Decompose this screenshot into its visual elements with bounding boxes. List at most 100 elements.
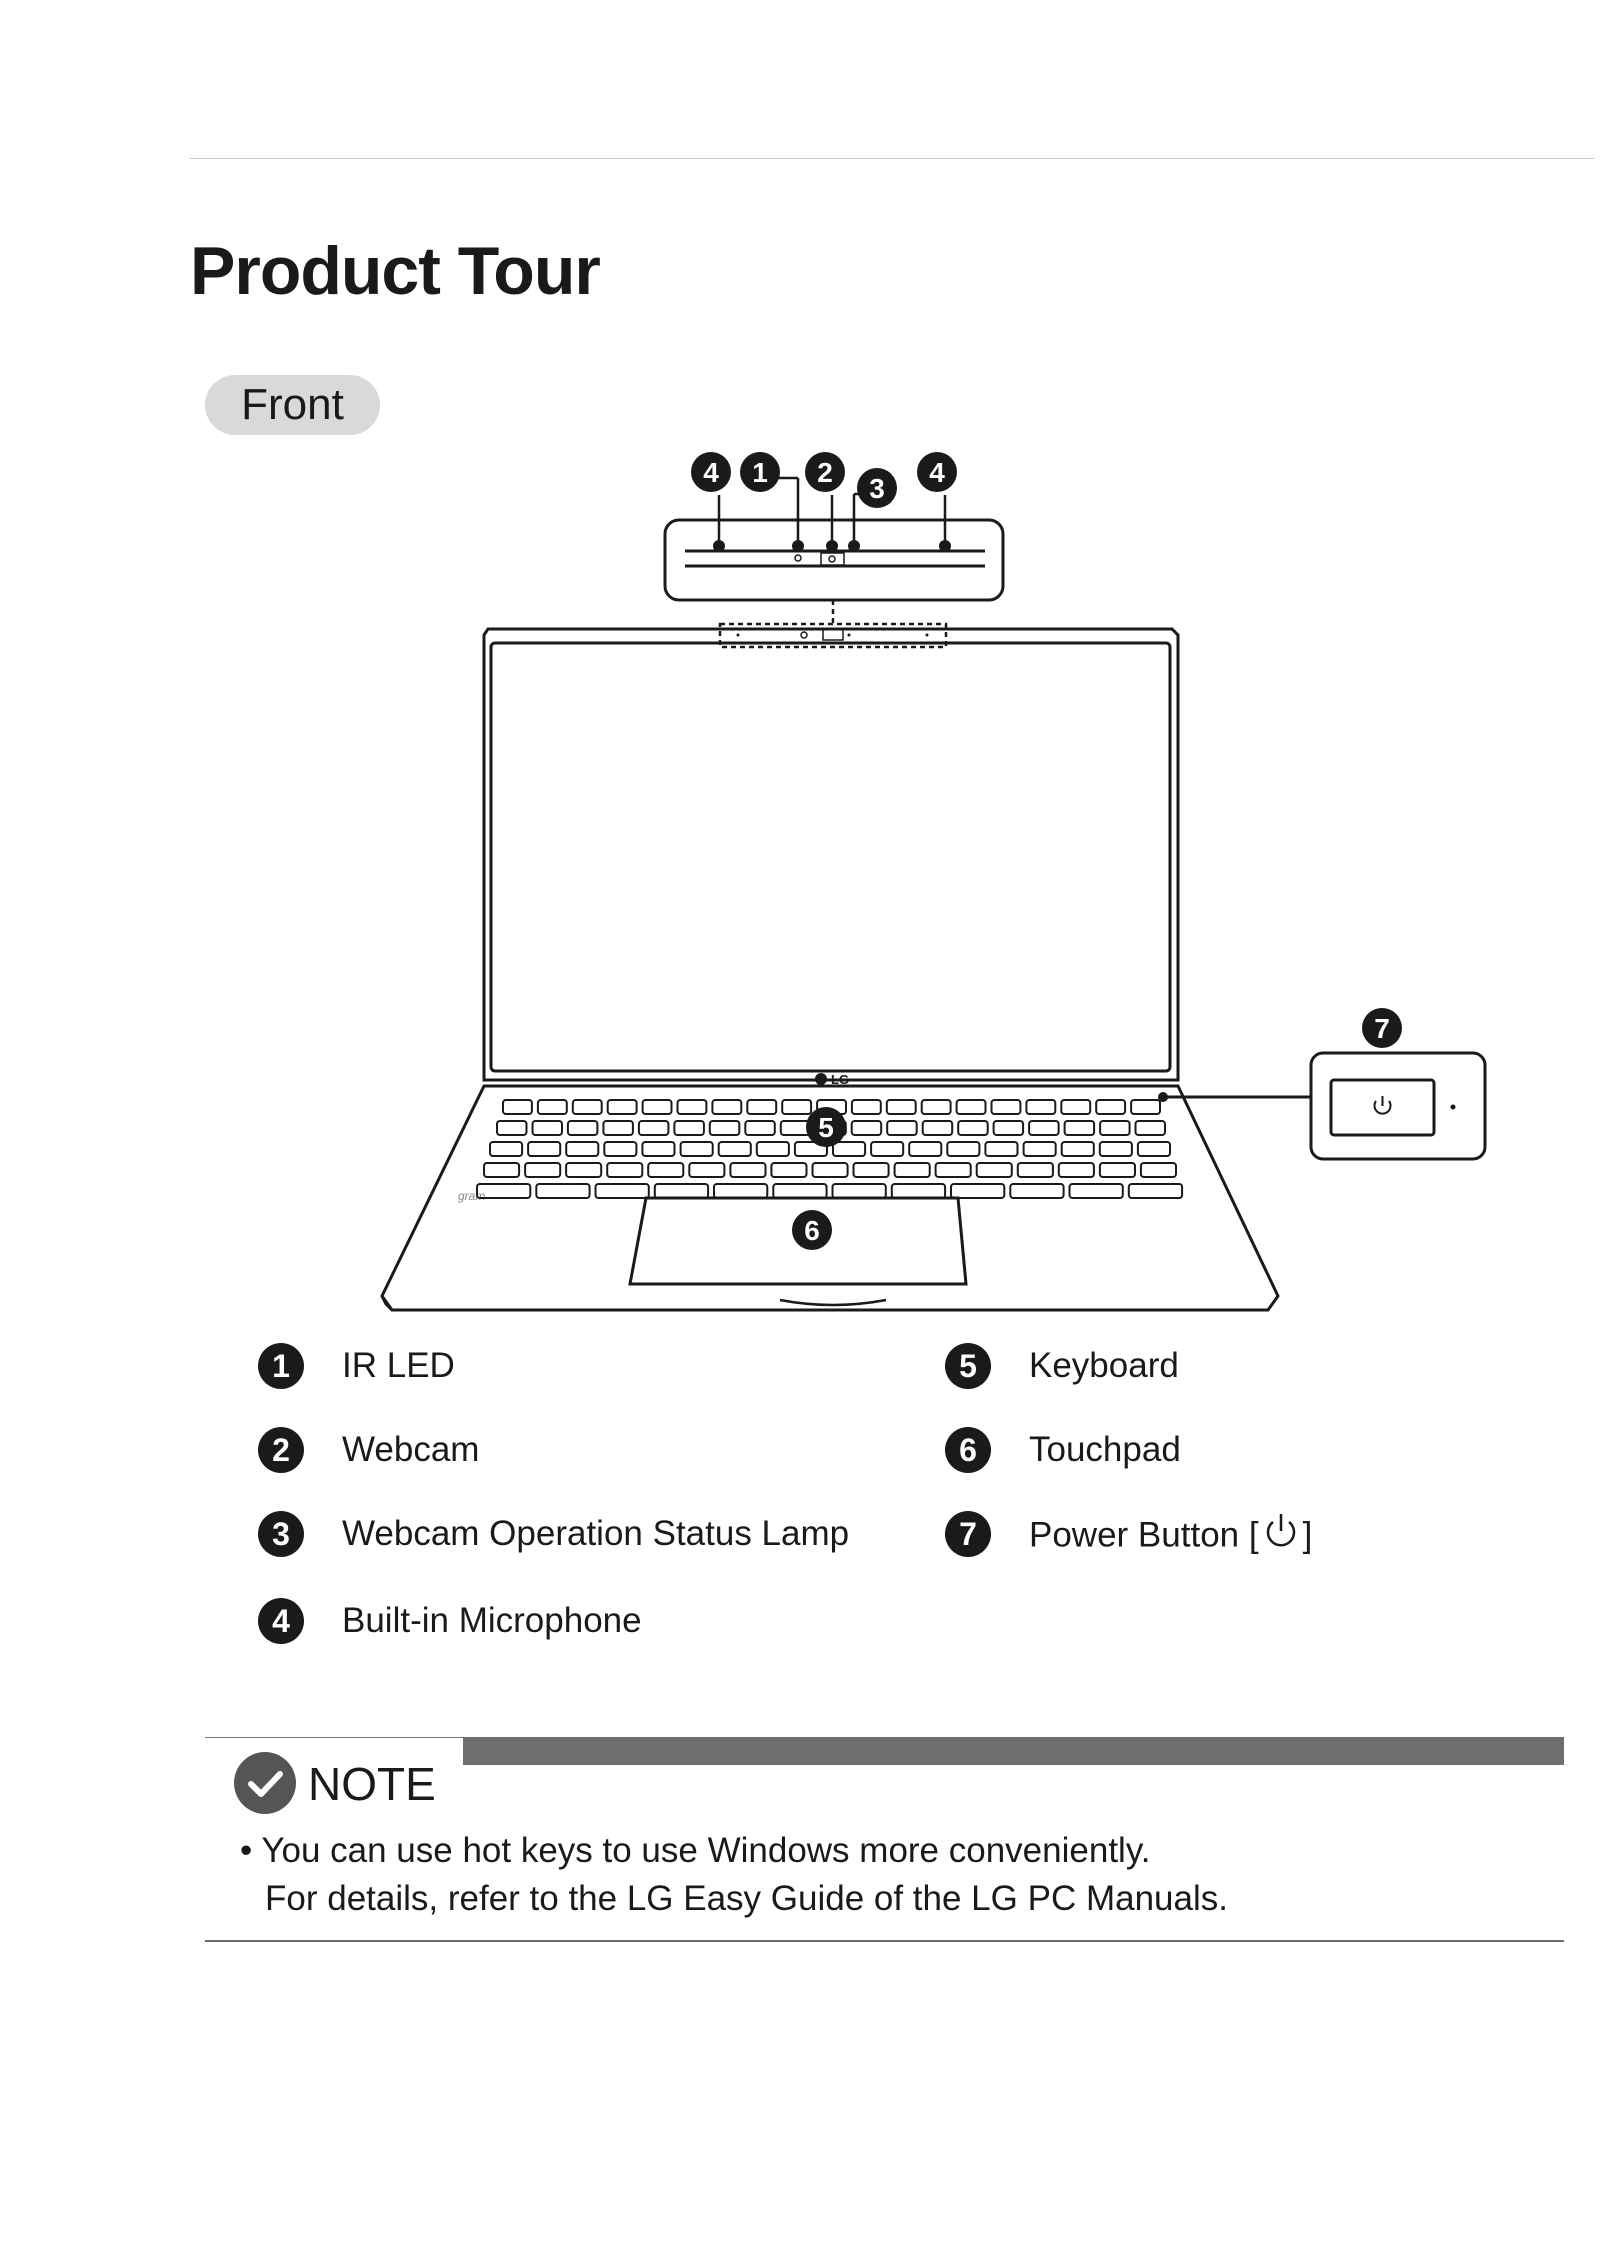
- power-icon: [1263, 1511, 1299, 1563]
- key: [850, 1120, 883, 1136]
- note-text-line-1: • You can use hot keys to use Windows mo…: [240, 1831, 1151, 1870]
- legend-number: 2: [258, 1427, 304, 1473]
- key: [908, 1141, 943, 1157]
- key: [602, 1120, 634, 1136]
- legend-number: 3: [258, 1511, 304, 1557]
- key: [594, 1183, 650, 1199]
- check-circle-icon: [234, 1752, 296, 1814]
- key: [483, 1162, 521, 1178]
- key: [781, 1099, 813, 1115]
- key: [1022, 1141, 1057, 1157]
- key: [476, 1183, 532, 1199]
- key: [870, 1141, 905, 1157]
- key: [1057, 1162, 1095, 1178]
- callout-number: 6: [804, 1215, 820, 1246]
- callout-ir-led: 1: [740, 452, 780, 492]
- key: [921, 1120, 954, 1136]
- callout-number: 7: [1374, 1013, 1390, 1044]
- key: [708, 1120, 741, 1136]
- key: [606, 1162, 644, 1178]
- key: [535, 1183, 591, 1199]
- key: [1016, 1162, 1054, 1178]
- note-rule-bottom: [205, 1940, 1564, 1942]
- key: [850, 1099, 882, 1115]
- lg-logo-text: LG: [831, 1072, 849, 1087]
- legend-label: Built-in Microphone: [342, 1601, 642, 1640]
- key: [934, 1162, 972, 1178]
- key: [637, 1120, 670, 1136]
- legend-label: Webcam: [342, 1430, 480, 1469]
- legend-label-suffix: ]: [1302, 1515, 1313, 1555]
- legend-label: Touchpad: [1029, 1430, 1181, 1469]
- key: [832, 1141, 867, 1157]
- key: [502, 1099, 533, 1115]
- legend-number: 7: [945, 1511, 991, 1557]
- key: [536, 1099, 568, 1115]
- callout-webcam-status-lamp: 3: [857, 468, 897, 508]
- legend-number: 4: [258, 1598, 304, 1644]
- key: [1130, 1099, 1161, 1115]
- key: [890, 1183, 947, 1199]
- key: [571, 1099, 603, 1115]
- key: [746, 1099, 778, 1115]
- key: [955, 1099, 987, 1115]
- key: [565, 1141, 600, 1157]
- key: [831, 1183, 887, 1199]
- key: [641, 1099, 673, 1115]
- key: [531, 1120, 563, 1136]
- legend-number: 1: [258, 1343, 304, 1389]
- key: [779, 1120, 812, 1136]
- legend-label: Keyboard: [1029, 1346, 1179, 1385]
- key: [566, 1120, 599, 1136]
- bezel-zoom-inset: [663, 518, 1005, 602]
- key: [653, 1183, 710, 1199]
- key: [603, 1141, 638, 1157]
- key: [496, 1120, 528, 1136]
- callout-microphone-right: 4: [917, 452, 957, 492]
- callout-microphone-left: 4: [691, 452, 731, 492]
- key: [713, 1183, 769, 1199]
- legend-number: 6: [945, 1427, 991, 1473]
- key: [711, 1099, 743, 1115]
- key: [990, 1099, 1022, 1115]
- key: [1098, 1141, 1133, 1157]
- key: [679, 1141, 714, 1157]
- gram-wordmark: gram: [458, 1189, 485, 1203]
- key: [673, 1120, 705, 1136]
- key: [1099, 1120, 1131, 1136]
- key: [1063, 1120, 1096, 1136]
- page-title: Product Tour: [190, 233, 601, 309]
- key: [729, 1162, 767, 1178]
- key: [770, 1162, 808, 1178]
- key: [606, 1099, 638, 1115]
- key: [886, 1120, 918, 1136]
- key: [1136, 1141, 1172, 1157]
- key: [527, 1141, 562, 1157]
- laptop-screen: [482, 627, 1180, 1082]
- key: [1009, 1183, 1065, 1199]
- key: [1025, 1099, 1057, 1115]
- key: [755, 1141, 790, 1157]
- key: [688, 1162, 726, 1178]
- key: [1134, 1120, 1166, 1136]
- key: [641, 1141, 676, 1157]
- key: [1060, 1099, 1092, 1115]
- power-zoom-inset: [1309, 1051, 1487, 1161]
- key: [885, 1099, 917, 1115]
- key: [1068, 1183, 1124, 1199]
- key: [893, 1162, 931, 1178]
- key: [524, 1162, 562, 1178]
- key: [744, 1120, 776, 1136]
- callout-number: 4: [703, 457, 719, 488]
- top-rule: [190, 158, 1594, 159]
- note-rule: [205, 1737, 463, 1738]
- key: [1098, 1162, 1137, 1178]
- key: [950, 1183, 1006, 1199]
- key: [1139, 1162, 1178, 1178]
- key: [1095, 1099, 1127, 1115]
- key: [957, 1120, 989, 1136]
- lg-logo: LG: [815, 1072, 849, 1087]
- key: [1028, 1120, 1060, 1136]
- key: [793, 1141, 829, 1157]
